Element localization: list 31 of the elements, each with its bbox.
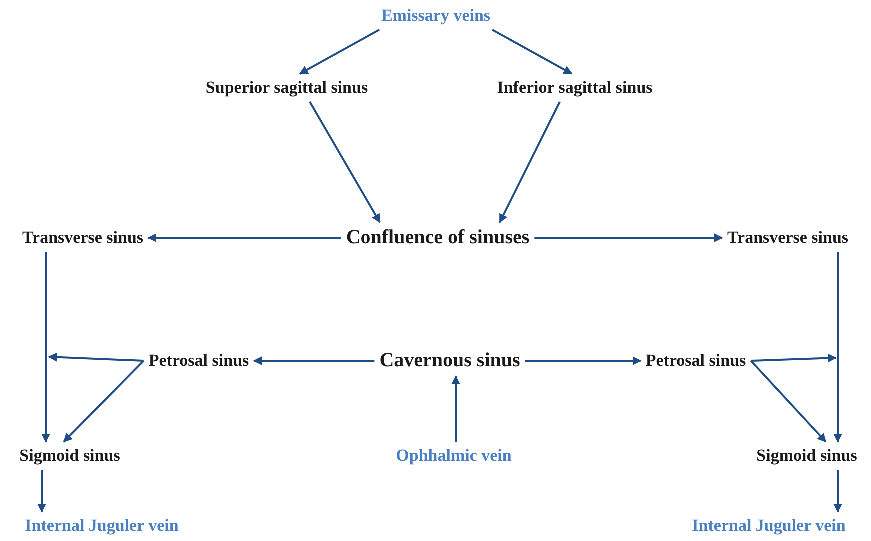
arrow: [750, 360, 827, 443]
sinus-label: Ophhalmic vein: [394, 445, 514, 467]
sinus-label: Emissary veins: [379, 5, 493, 27]
arrow: [525, 356, 642, 366]
sinus-label: Superior sagittal sinus: [204, 77, 370, 99]
arrow: [309, 102, 381, 224]
arrow: [253, 356, 375, 366]
arrow: [42, 252, 50, 443]
sinus-label: Internal Juguler vein: [690, 515, 848, 537]
sinus-label: Cavernous sinus: [378, 348, 522, 374]
arrow: [63, 360, 145, 443]
sinus-label: Transverse sinus: [725, 227, 851, 249]
arrow: [452, 376, 460, 442]
sinus-label: Transverse sinus: [20, 227, 146, 249]
arrow: [834, 470, 842, 513]
sinus-label: Sigmoid sinus: [18, 445, 122, 467]
sinus-label: Petrosal sinus: [644, 350, 748, 372]
sinus-label: Sigmoid sinus: [754, 445, 860, 467]
sinus-label: Inferior sagittal sinus: [495, 77, 655, 99]
arrow: [48, 352, 144, 362]
sinus-label: Petrosal sinus: [146, 350, 252, 372]
sinus-label: Internal Juguler vein: [23, 515, 181, 537]
arrow: [492, 29, 573, 75]
arrow: [499, 102, 561, 224]
arrow: [299, 29, 380, 75]
arrow: [148, 234, 342, 242]
sinus-label: Confluence of sinuses: [344, 226, 532, 250]
arrow: [751, 354, 837, 363]
arrow: [38, 470, 46, 513]
arrow: [834, 252, 842, 443]
arrow: [534, 234, 724, 242]
